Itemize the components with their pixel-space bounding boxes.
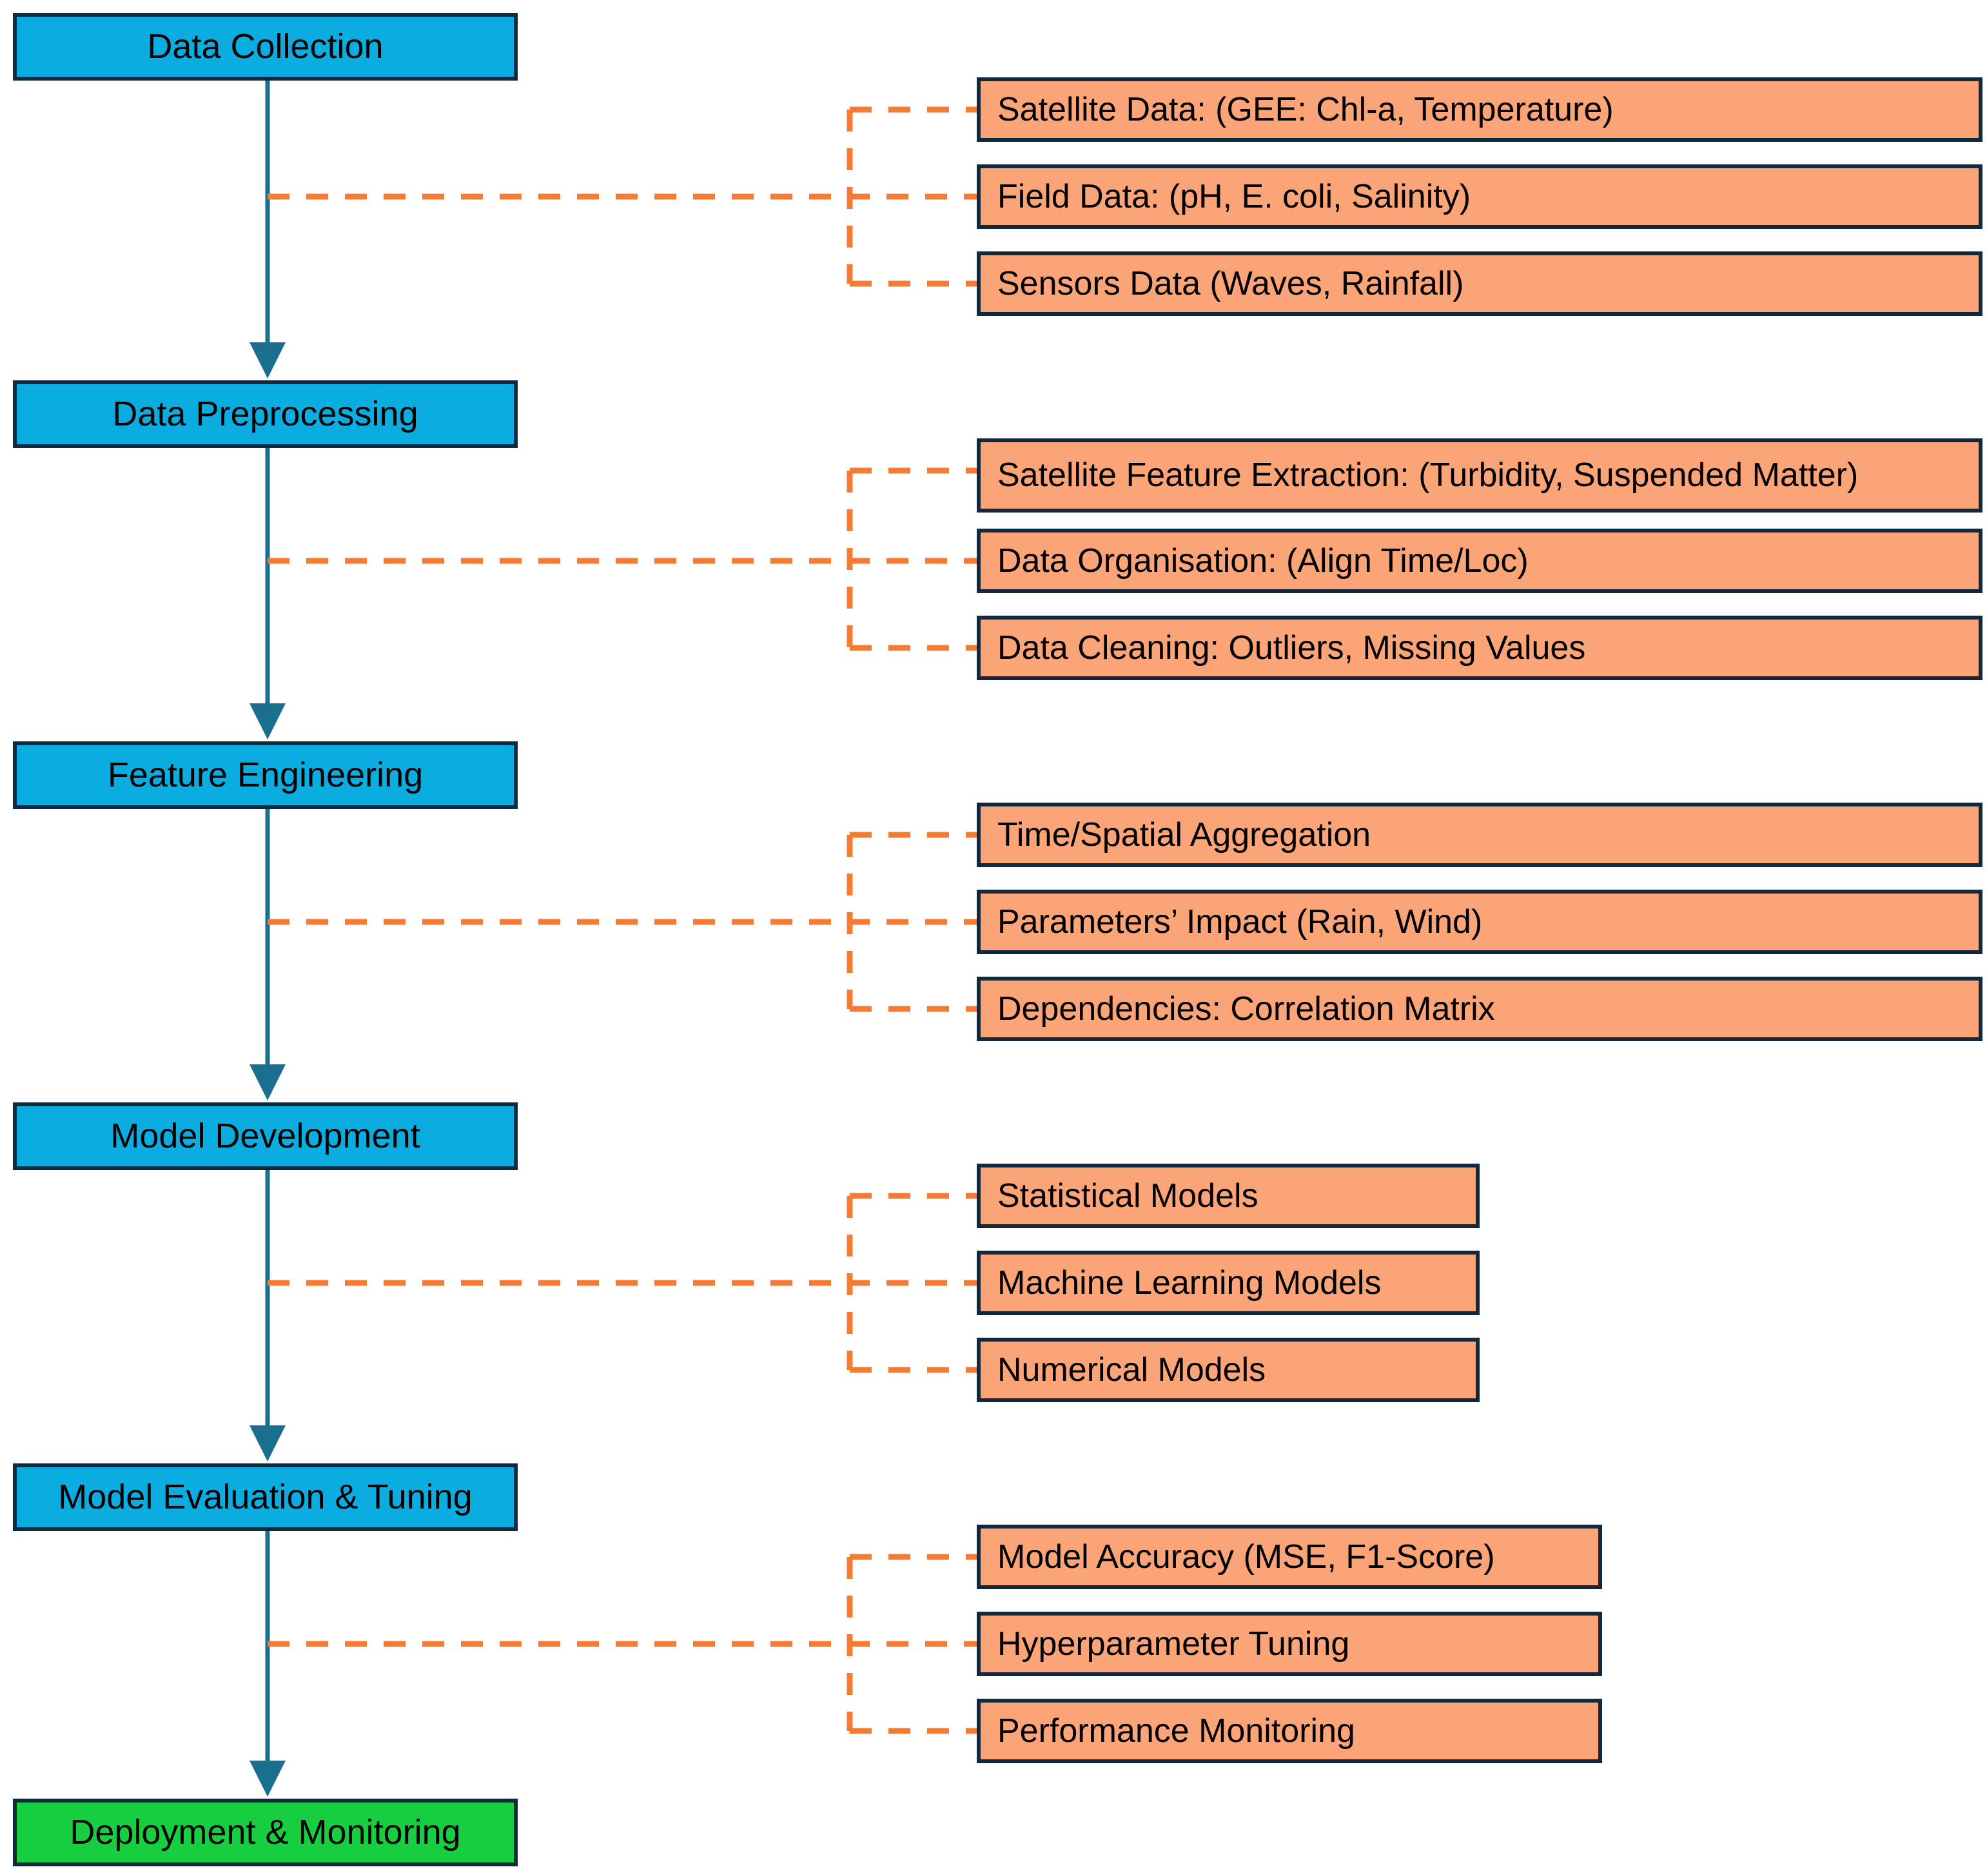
sub-node-satellite-data[interactable]: Satellite Data: (GEE: Chl-a, Temperature…	[977, 77, 1982, 142]
stage-label: Deployment & Monitoring	[70, 1813, 461, 1852]
stage-label: Data Preprocessing	[112, 395, 418, 434]
sub-node-performance-monitoring[interactable]: Performance Monitoring	[977, 1699, 1602, 1763]
sub-node-label: Model Accuracy (MSE, F1-Score)	[997, 1538, 1495, 1576]
sub-node-satellite-feature-extraction[interactable]: Satellite Feature Extraction: (Turbidity…	[977, 438, 1982, 513]
sub-node-label: Field Data: (pH, E. coli, Salinity)	[997, 177, 1471, 215]
stage-label: Data Collection	[147, 27, 384, 66]
connector-feature-engineering	[268, 832, 977, 1012]
connector-data-preprocessing	[268, 467, 977, 651]
sub-node-label: Satellite Data: (GEE: Chl-a, Temperature…	[997, 90, 1614, 128]
sub-node-label: Sensors Data (Waves, Rainfall)	[997, 264, 1464, 302]
sub-node-data-cleaning[interactable]: Data Cleaning: Outliers, Missing Values	[977, 616, 1982, 680]
sub-node-label: Dependencies: Correlation Matrix	[997, 990, 1495, 1028]
sub-node-sensors-data[interactable]: Sensors Data (Waves, Rainfall)	[977, 251, 1982, 316]
sub-node-label: Satellite Feature Extraction: (Turbidity…	[997, 456, 1859, 494]
sub-node-label: Parameters’ Impact (Rain, Wind)	[997, 903, 1483, 941]
sub-node-label: Performance Monitoring	[997, 1712, 1355, 1750]
connector-model-evaluation	[268, 1554, 977, 1734]
sub-node-numerical-models[interactable]: Numerical Models	[977, 1338, 1480, 1402]
sub-node-statistical-models[interactable]: Statistical Models	[977, 1164, 1480, 1228]
sub-node-time-spatial-aggregation[interactable]: Time/Spatial Aggregation	[977, 803, 1982, 867]
sub-node-label: Time/Spatial Aggregation	[997, 816, 1371, 854]
stage-node-data-collection[interactable]: Data Collection	[13, 13, 518, 81]
sub-node-machine-learning-models[interactable]: Machine Learning Models	[977, 1251, 1480, 1315]
stage-label: Model Evaluation & Tuning	[58, 1478, 473, 1517]
sub-node-label: Data Organisation: (Align Time/Loc)	[997, 542, 1529, 580]
sub-node-label: Data Cleaning: Outliers, Missing Values	[997, 629, 1586, 667]
stage-node-feature-engineering[interactable]: Feature Engineering	[13, 741, 518, 809]
sub-node-field-data[interactable]: Field Data: (pH, E. coli, Salinity)	[977, 164, 1982, 229]
stage-node-model-development[interactable]: Model Development	[13, 1102, 518, 1170]
sub-node-label: Hyperparameter Tuning	[997, 1625, 1350, 1663]
stage-node-model-evaluation[interactable]: Model Evaluation & Tuning	[13, 1463, 518, 1531]
sub-node-dependencies[interactable]: Dependencies: Correlation Matrix	[977, 977, 1982, 1041]
sub-node-data-organisation[interactable]: Data Organisation: (Align Time/Loc)	[977, 529, 1982, 593]
sub-node-label: Numerical Models	[997, 1351, 1266, 1389]
sub-node-label: Statistical Models	[997, 1177, 1258, 1215]
sub-node-parameters-impact[interactable]: Parameters’ Impact (Rain, Wind)	[977, 890, 1982, 954]
stage-node-data-preprocessing[interactable]: Data Preprocessing	[13, 380, 518, 448]
connector-data-collection	[268, 106, 977, 287]
sub-node-hyperparameter-tuning[interactable]: Hyperparameter Tuning	[977, 1612, 1602, 1676]
connector-model-development	[268, 1193, 977, 1373]
stage-node-deployment[interactable]: Deployment & Monitoring	[13, 1799, 518, 1866]
stage-label: Feature Engineering	[107, 756, 424, 795]
sub-node-model-accuracy[interactable]: Model Accuracy (MSE, F1-Score)	[977, 1525, 1602, 1589]
stage-label: Model Development	[110, 1117, 420, 1156]
sub-node-label: Machine Learning Models	[997, 1264, 1382, 1302]
